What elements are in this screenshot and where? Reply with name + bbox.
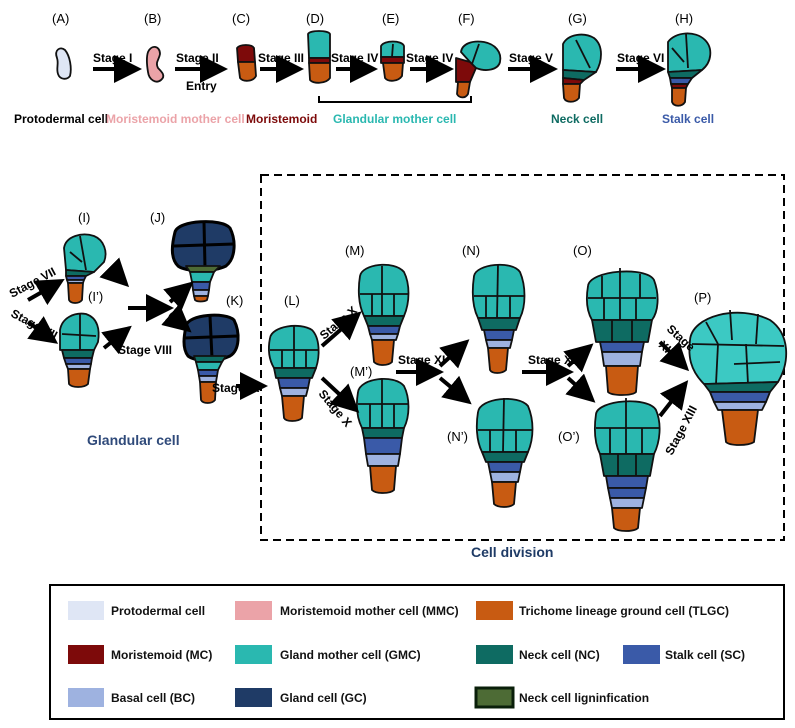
name-neck: Neck cell xyxy=(551,112,603,126)
cell-P xyxy=(688,309,788,446)
legend-item-tlgc: Trichome lineage ground cell (TLGC) xyxy=(476,601,729,620)
stage-label-12: Stage XII xyxy=(528,353,579,367)
division-arrows xyxy=(320,311,690,418)
cell-E xyxy=(380,40,405,82)
panel-label-C: (C) xyxy=(232,11,250,26)
cell-J xyxy=(170,220,236,303)
top-cell-names: Protodermal cell Moristemoid mother cell… xyxy=(14,112,714,126)
section-glandular-cell: Glandular cell xyxy=(87,432,180,448)
panel-label-M-prime: (M’) xyxy=(350,364,372,379)
section-cell-division: Cell division xyxy=(471,544,553,560)
legend-item-protodermal: Protodermal cell xyxy=(68,601,205,620)
stage-label-13b: Stage XIII xyxy=(662,403,700,457)
legend-item-mc: Moristemoid (MC) xyxy=(68,645,212,664)
panel-label-G: (G) xyxy=(568,11,587,26)
cell-M xyxy=(357,263,410,366)
cell-L xyxy=(267,324,320,422)
svg-text:Moristemoid (MC): Moristemoid (MC) xyxy=(111,648,212,662)
name-gmc: Glandular mother cell xyxy=(333,112,456,126)
stage-label-10a: Stage X xyxy=(317,303,360,342)
cell-I-prime xyxy=(59,312,100,388)
svg-text:Neck cell (NC): Neck cell (NC) xyxy=(519,648,600,662)
stage-label-8: Stage VIII xyxy=(118,343,172,357)
panel-label-B: (B) xyxy=(144,11,161,26)
legend-item-sc: Stalk cell (SC) xyxy=(623,645,745,664)
cell-K xyxy=(182,313,240,404)
panel-label-I-prime: (I’) xyxy=(88,289,103,304)
cell-O-prime xyxy=(593,398,661,532)
svg-text:Gland cell (GC): Gland cell (GC) xyxy=(280,691,367,705)
panel-label-P: (P) xyxy=(694,290,711,305)
panel-labels: (A) (B) (C) (D) (E) (F) (G) (H) (I) (I’)… xyxy=(52,11,711,444)
legend-item-gmc: Gland mother cell (GMC) xyxy=(235,645,421,664)
top-stage-labels: Stage I Stage II Entry Stage III Stage I… xyxy=(93,51,664,93)
legend-item-lign: Neck cell ligninfication xyxy=(474,686,649,709)
cell-D xyxy=(307,30,331,84)
cell-O xyxy=(585,268,659,396)
panel-label-O: (O) xyxy=(573,243,592,258)
name-protodermal: Protodermal cell xyxy=(14,112,108,126)
svg-text:Basal cell (BC): Basal cell (BC) xyxy=(111,691,195,705)
legend: Protodermal cell Moristemoid mother cell… xyxy=(68,601,745,709)
cell-N-prime xyxy=(475,397,534,508)
panel-label-E: (E) xyxy=(382,11,399,26)
name-stalk: Stalk cell xyxy=(662,112,714,126)
stage-label-4a: Stage IV xyxy=(331,51,378,65)
stage-label-3: Stage III xyxy=(258,51,304,65)
cell-F xyxy=(455,40,502,99)
cell-M-prime xyxy=(355,378,410,494)
legend-item-gc: Gland cell (GC) xyxy=(235,688,367,707)
panel-label-M: (M) xyxy=(345,243,365,258)
panel-label-I: (I) xyxy=(78,210,90,225)
legend-box xyxy=(49,584,785,720)
svg-text:Trichome lineage ground cell (: Trichome lineage ground cell (TLGC) xyxy=(519,604,729,618)
stage-label-4b: Stage IV xyxy=(406,51,453,65)
name-moristemoid: Moristemoid xyxy=(246,112,317,126)
panel-label-O-prime: (O’) xyxy=(558,429,580,444)
stage-label-1: Stage I xyxy=(93,51,132,65)
svg-text:Neck cell ligninfication: Neck cell ligninfication xyxy=(519,691,649,705)
cell-I xyxy=(63,233,107,304)
panel-label-J: (J) xyxy=(150,210,165,225)
legend-item-bc: Basal cell (BC) xyxy=(68,688,195,707)
panel-label-D: (D) xyxy=(306,11,324,26)
stage-label-9: Stage IX xyxy=(212,381,259,395)
panel-label-L: (L) xyxy=(284,293,300,308)
cell-G xyxy=(562,33,602,103)
panel-label-K: (K) xyxy=(226,293,243,308)
stage-label-7b: Stage VII xyxy=(9,306,60,342)
legend-item-mmc: Moristemoid mother cell (MMC) xyxy=(235,601,459,620)
left-arrows xyxy=(26,257,268,400)
panel-label-H: (H) xyxy=(675,11,693,26)
cell-N xyxy=(471,263,526,374)
stage-label-2: Stage II xyxy=(176,51,219,65)
panel-label-N-prime: (N’) xyxy=(447,429,468,444)
panel-label-N: (N) xyxy=(462,243,480,258)
panel-label-F: (F) xyxy=(458,11,475,26)
cell-B-mmc xyxy=(145,46,165,83)
legend-item-nc: Neck cell (NC) xyxy=(476,645,600,664)
svg-text:Stalk cell (SC): Stalk cell (SC) xyxy=(665,648,745,662)
gmc-bracket xyxy=(318,96,472,103)
cell-A-protodermal xyxy=(55,47,72,80)
panel-label-A: (A) xyxy=(52,11,69,26)
svg-text:Moristemoid mother cell (MMC): Moristemoid mother cell (MMC) xyxy=(280,604,459,618)
stage-label-2-entry: Entry xyxy=(186,79,217,93)
stage-label-6: Stage VI xyxy=(617,51,664,65)
cell-H xyxy=(667,32,712,107)
stage-label-10b: Stage X xyxy=(316,387,355,430)
stage-label-11: Stage XI xyxy=(398,353,445,367)
svg-text:Gland mother cell (GMC): Gland mother cell (GMC) xyxy=(280,648,421,662)
cell-C-moristemoid xyxy=(236,44,257,82)
svg-text:Protodermal cell: Protodermal cell xyxy=(111,604,205,618)
name-mmc: Moristemoid mother cell xyxy=(106,112,245,126)
stage-label-5: Stage V xyxy=(509,51,553,65)
